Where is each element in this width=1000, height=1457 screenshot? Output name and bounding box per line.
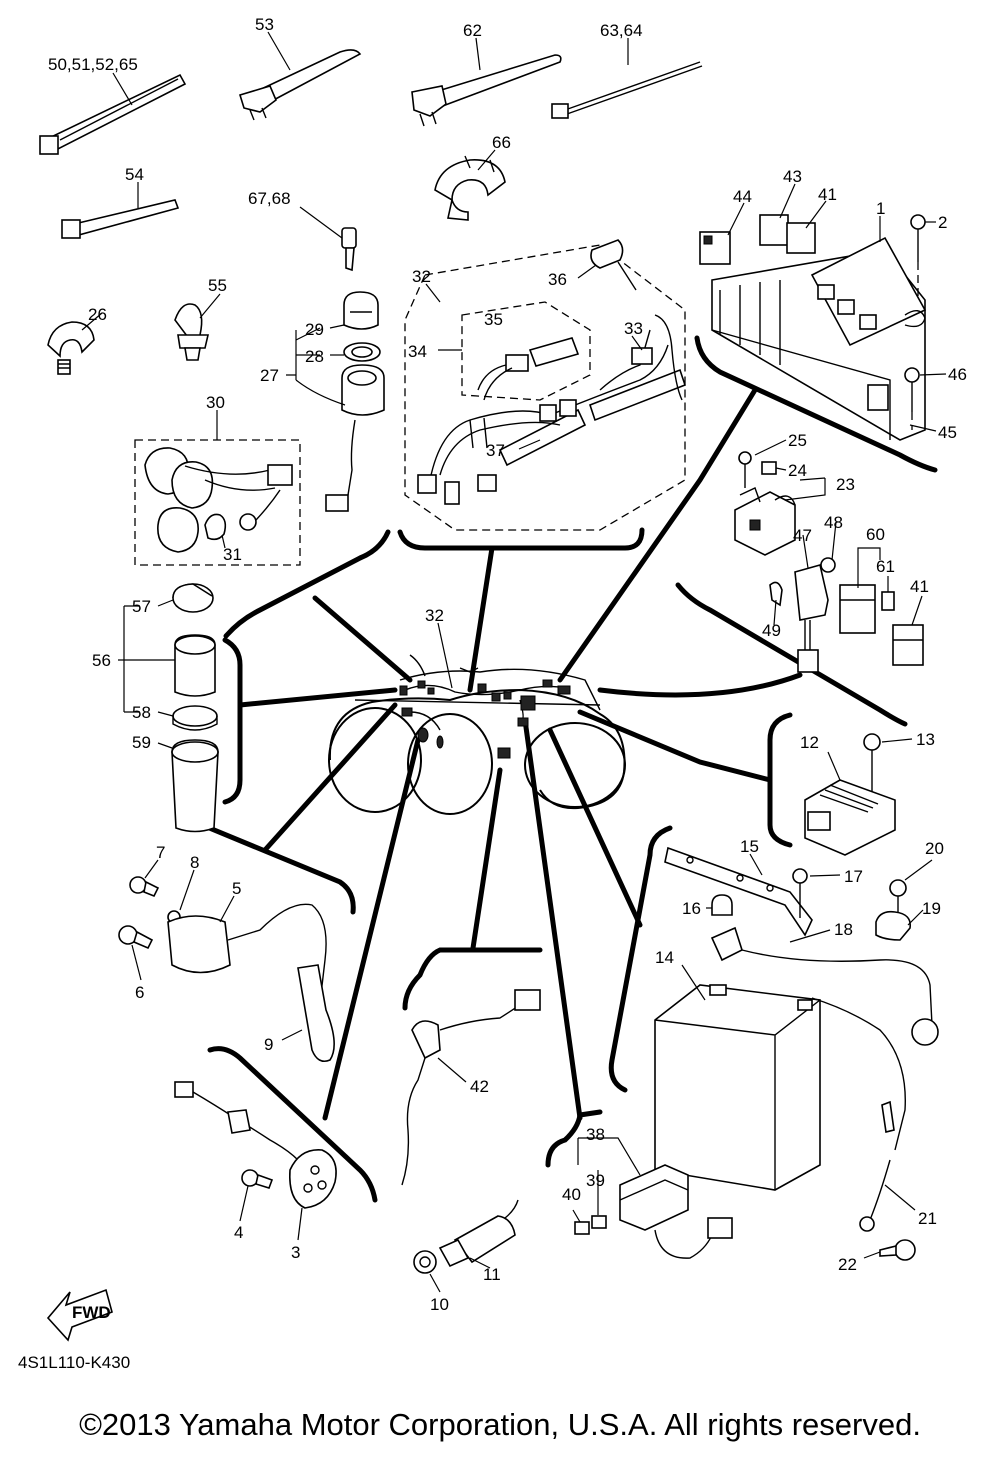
callout-3: 3: [291, 1243, 300, 1262]
callout-48: 48: [824, 513, 843, 532]
cable-tie-50: [39, 73, 187, 155]
callout-46: 46: [948, 365, 967, 384]
battery-group: [654, 846, 939, 1261]
callout-57: 57: [132, 597, 151, 616]
callout-32: 32: [412, 267, 431, 286]
callout-10: 10: [430, 1295, 449, 1314]
callout-49: 49: [762, 621, 781, 640]
callout-7: 7: [156, 843, 165, 862]
fwd-label: FWD: [72, 1303, 111, 1322]
callout-28: 28: [305, 347, 324, 366]
leader-lines: [81, 31, 947, 1293]
callout-13: 13: [916, 730, 935, 749]
callout-25: 25: [788, 431, 807, 450]
callout-63-64: 63,64: [600, 21, 643, 40]
callout-labels: 50,51,52,65 53 62 63,64 66 54 67,68 44 4…: [48, 15, 967, 1314]
relay-group: [769, 557, 924, 673]
ignition-coil-group: [118, 876, 335, 1063]
callout-1: 1: [876, 199, 885, 218]
cable-tie-54: [61, 199, 180, 239]
callout-40: 40: [562, 1185, 581, 1204]
callout-42: 42: [470, 1077, 489, 1096]
group-brackets: [187, 335, 938, 1203]
callout-50-51-52-65: 50,51,52,65: [48, 55, 138, 74]
switch-11-group: [413, 1199, 519, 1274]
callout-41: 41: [818, 185, 837, 204]
callout-29: 29: [305, 320, 324, 339]
key-67: [341, 227, 357, 272]
callout-11: 11: [483, 1265, 501, 1284]
callout-18: 18: [834, 920, 853, 939]
callout-34: 34: [408, 342, 427, 361]
vehicle-outline: [328, 654, 626, 815]
callout-43: 43: [783, 167, 802, 186]
pickup-coil-group: [174, 1081, 337, 1209]
callout-62: 62: [463, 21, 482, 40]
clip-55: [174, 303, 210, 361]
copyright-notice: ©2013 Yamaha Motor Corporation, U.S.A. A…: [79, 1407, 921, 1442]
callout-4: 4: [234, 1223, 243, 1242]
callout-53: 53: [255, 15, 274, 34]
callout-17: 17: [844, 867, 863, 886]
band-clip-62: [411, 54, 562, 127]
callout-2: 2: [938, 213, 947, 232]
callout-23: 23: [836, 475, 855, 494]
callout-54: 54: [125, 165, 144, 184]
callout-32-center: 32: [425, 606, 444, 625]
starter-relay-group: [734, 451, 796, 556]
callout-36: 36: [548, 270, 567, 289]
callout-9: 9: [264, 1035, 273, 1054]
callout-30: 30: [206, 393, 225, 412]
callout-47: 47: [793, 526, 812, 545]
accessory-socket-group: [171, 583, 219, 833]
callout-5: 5: [232, 879, 241, 898]
callout-12: 12: [800, 733, 819, 752]
callout-33: 33: [624, 319, 643, 338]
callout-60: 60: [866, 525, 885, 544]
clamp-66: [434, 155, 506, 221]
callout-8: 8: [190, 853, 199, 872]
callout-61: 61: [876, 557, 895, 576]
forward-arrow: FWD: [46, 1288, 113, 1342]
callout-27: 27: [260, 366, 279, 385]
clamp-26: [47, 321, 95, 375]
diagram-code: 4S1L110-K430: [18, 1353, 130, 1372]
callout-6: 6: [135, 983, 144, 1002]
cdi-group: [574, 1164, 733, 1259]
callout-37: 37: [486, 441, 505, 460]
callout-26: 26: [88, 305, 107, 324]
callout-19: 19: [922, 899, 941, 918]
rectifier-group: [804, 733, 896, 856]
callout-44: 44: [733, 187, 752, 206]
ecu-bracket-assembly: [699, 214, 927, 441]
callout-38: 38: [586, 1125, 605, 1144]
callout-67-68: 67,68: [248, 189, 291, 208]
callout-39: 39: [586, 1171, 605, 1190]
wire-harness-group: [404, 239, 686, 531]
callout-22: 22: [838, 1255, 857, 1274]
callout-45: 45: [938, 423, 957, 442]
switch-42-group: [401, 989, 541, 1186]
callout-14: 14: [655, 948, 674, 967]
callout-31: 31: [223, 545, 242, 564]
callout-58: 58: [132, 703, 151, 722]
callout-15: 15: [740, 837, 759, 856]
callout-41-relay: 41: [910, 577, 929, 596]
band-clip-53: [238, 49, 362, 121]
callout-55: 55: [208, 276, 227, 295]
headlight-group: [134, 439, 301, 566]
callout-20: 20: [925, 839, 944, 858]
callout-66: 66: [492, 133, 511, 152]
callout-24: 24: [788, 461, 807, 480]
callout-16: 16: [682, 899, 701, 918]
cable-tie-63: [551, 61, 703, 119]
main-switch-assembly: [325, 291, 385, 512]
callout-21: 21: [918, 1209, 937, 1228]
callout-56: 56: [92, 651, 111, 670]
callout-59: 59: [132, 733, 151, 752]
callout-35: 35: [484, 310, 503, 329]
